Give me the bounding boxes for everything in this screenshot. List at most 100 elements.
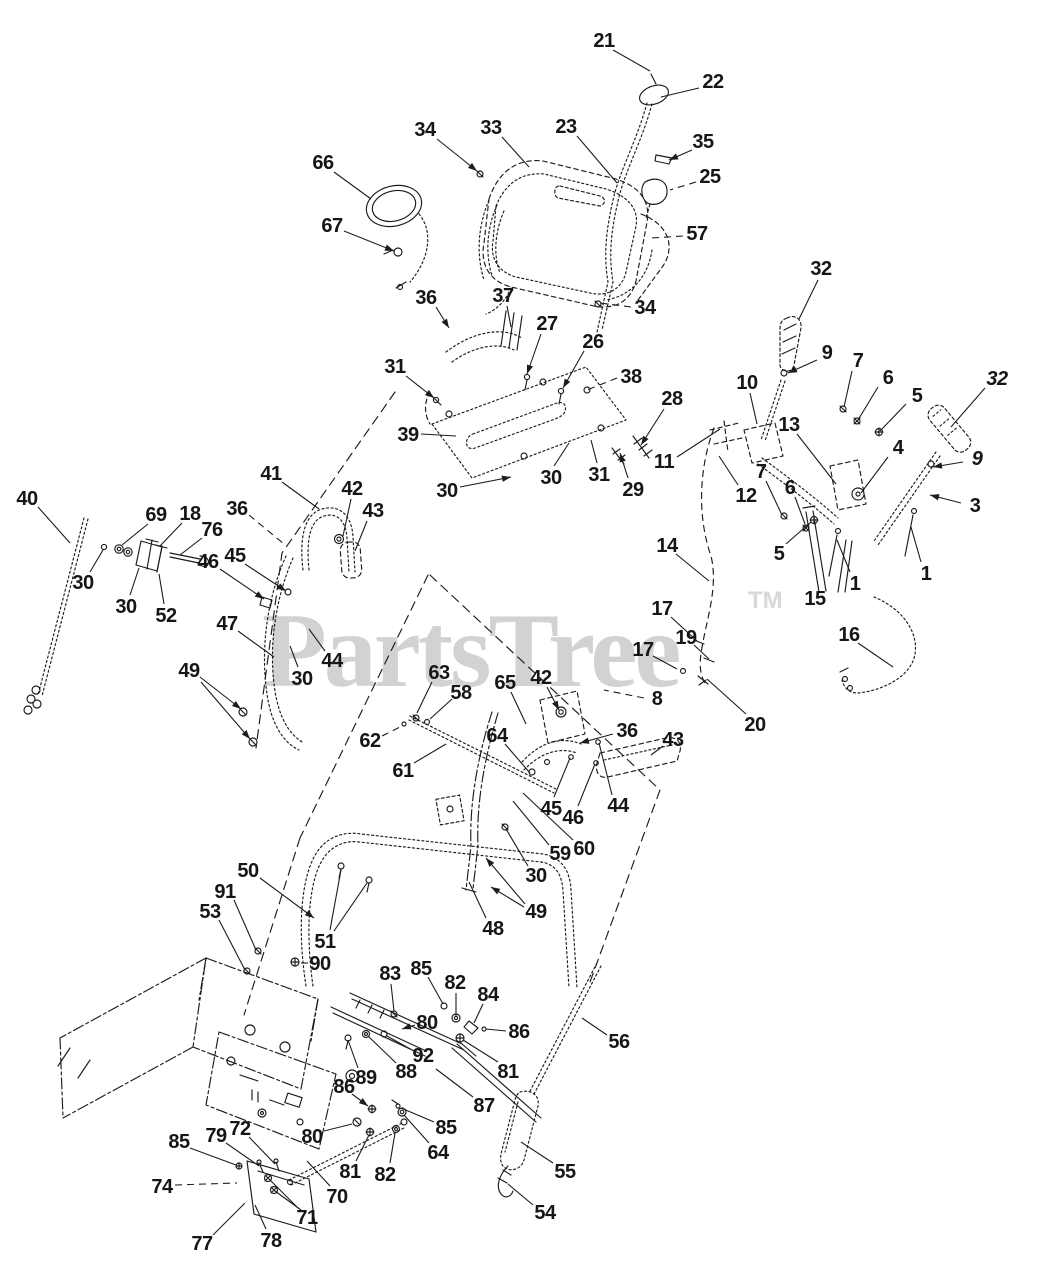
callout-label-84-91: 84 <box>477 984 500 1006</box>
callout-label-79-104: 79 <box>205 1125 227 1147</box>
callout-label-72-105: 72 <box>229 1118 251 1140</box>
leader-line-41 <box>281 481 320 510</box>
callout-label-50-83: 50 <box>237 860 259 882</box>
leader-line-39 <box>420 433 457 437</box>
callout-label-82-90: 82 <box>444 972 466 994</box>
leader-line-84 <box>473 1003 484 1024</box>
callout-label-20-73: 20 <box>744 714 766 736</box>
callout-label-57-9: 57 <box>686 223 708 245</box>
callout-label-5-48: 5 <box>774 543 785 565</box>
callout-label-64-114: 64 <box>427 1142 450 1164</box>
leader-line-78 <box>254 1204 267 1230</box>
callout-label-81-98: 81 <box>497 1061 519 1083</box>
callout-label-34-4: 34 <box>414 119 437 141</box>
callout-label-53-85: 53 <box>199 901 221 923</box>
leader-line-57 <box>650 235 684 239</box>
callout-label-76-45: 76 <box>201 519 223 541</box>
callout-label-44-77: 44 <box>607 795 630 817</box>
leader-arrowhead <box>231 700 241 709</box>
leader-arrowhead <box>467 162 477 171</box>
callout-label-30-63: 30 <box>291 668 313 690</box>
leader-line-69 <box>121 523 149 546</box>
leader-line-16 <box>857 642 894 668</box>
leader-line-4 <box>860 456 889 494</box>
leader-line-5 <box>785 521 812 545</box>
callout-label-39-26: 39 <box>397 424 419 446</box>
callout-label-17-57: 17 <box>651 598 673 620</box>
callout-label-82-113: 82 <box>374 1164 396 1186</box>
leader-line-43 <box>650 745 664 756</box>
callout-label-35-5: 35 <box>692 131 714 153</box>
leader-line-20 <box>706 678 747 715</box>
callout-label-65-68: 65 <box>494 672 516 694</box>
leader-line-60 <box>522 792 574 841</box>
leader-arrowhead <box>930 494 940 501</box>
leader-line-13 <box>796 433 837 485</box>
leader-line-88 <box>367 1035 397 1064</box>
leader-line-33 <box>501 136 530 168</box>
leader-line-25 <box>669 181 697 191</box>
leader-line-22 <box>660 87 700 98</box>
callout-label-77-109: 77 <box>191 1233 213 1255</box>
callout-label-16-60: 16 <box>838 624 860 646</box>
callout-label-70-107: 70 <box>326 1186 348 1208</box>
leader-line-44 <box>598 742 613 796</box>
callout-label-87-99: 87 <box>473 1095 495 1117</box>
leader-line-71 <box>274 1190 302 1211</box>
callout-label-62-66: 62 <box>359 730 381 752</box>
callout-label-37-13: 37 <box>492 285 514 307</box>
leader-line-10 <box>749 392 758 425</box>
callout-label-9-28: 9 <box>972 448 984 470</box>
leader-line-85 <box>189 1147 237 1166</box>
leader-arrowhead <box>384 244 394 251</box>
leader-line-49 <box>485 857 526 905</box>
callout-label-48-82: 48 <box>482 918 504 940</box>
callout-label-30-54: 30 <box>115 596 137 618</box>
callout-label-86-93: 86 <box>508 1021 530 1043</box>
leader-line-38 <box>586 377 618 391</box>
leader-line-91 <box>233 899 257 951</box>
leader-line-89 <box>347 1039 359 1069</box>
callout-label-80-92: 80 <box>416 1012 438 1034</box>
leader-arrowhead <box>580 737 590 744</box>
leader-line-37 <box>506 305 512 328</box>
leader-line-51 <box>333 882 368 932</box>
leader-line-72 <box>248 1136 276 1165</box>
callout-label-36-71: 36 <box>616 720 638 742</box>
callout-label-91-84: 91 <box>214 881 236 903</box>
callout-label-1-50: 1 <box>850 573 861 595</box>
callout-label-43-72: 43 <box>662 729 684 751</box>
leader-line-64 <box>403 1114 430 1144</box>
leader-line-32 <box>950 387 986 428</box>
leader-line-18 <box>159 522 183 547</box>
leader-arrowhead <box>441 318 449 328</box>
callout-label-32-23: 32 <box>986 368 1008 390</box>
callout-label-85-103: 85 <box>168 1131 190 1153</box>
leader-line-83 <box>390 983 395 1012</box>
callout-label-43-41: 43 <box>362 500 384 522</box>
callout-label-25-6: 25 <box>699 166 721 188</box>
callout-label-8-70: 8 <box>652 688 663 710</box>
leader-arrowhead <box>551 700 559 710</box>
callout-label-15-52: 15 <box>804 588 826 610</box>
leader-line-87 <box>435 1068 474 1098</box>
leader-arrowhead <box>788 366 798 373</box>
callout-label-85-115: 85 <box>435 1117 457 1139</box>
callout-label-19-58: 19 <box>675 627 697 649</box>
callout-label-83-88: 83 <box>379 963 401 985</box>
callout-label-52-55: 52 <box>155 605 177 627</box>
callout-label-63-64: 63 <box>428 662 450 684</box>
callout-label-42-39: 42 <box>341 478 363 500</box>
watermark: PartsTree TM <box>262 587 783 709</box>
callout-label-10-18: 10 <box>736 372 758 394</box>
callout-label-22-1: 22 <box>702 71 724 93</box>
leader-line-70 <box>306 1160 331 1187</box>
callout-label-30-36: 30 <box>540 467 562 489</box>
callout-label-26-15: 26 <box>582 331 604 353</box>
callout-label-45-75: 45 <box>540 798 562 820</box>
callout-label-40-42: 40 <box>16 488 38 510</box>
leader-line-7 <box>765 480 782 514</box>
callout-label-28-24: 28 <box>661 388 683 410</box>
callout-label-6-34: 6 <box>785 477 796 499</box>
